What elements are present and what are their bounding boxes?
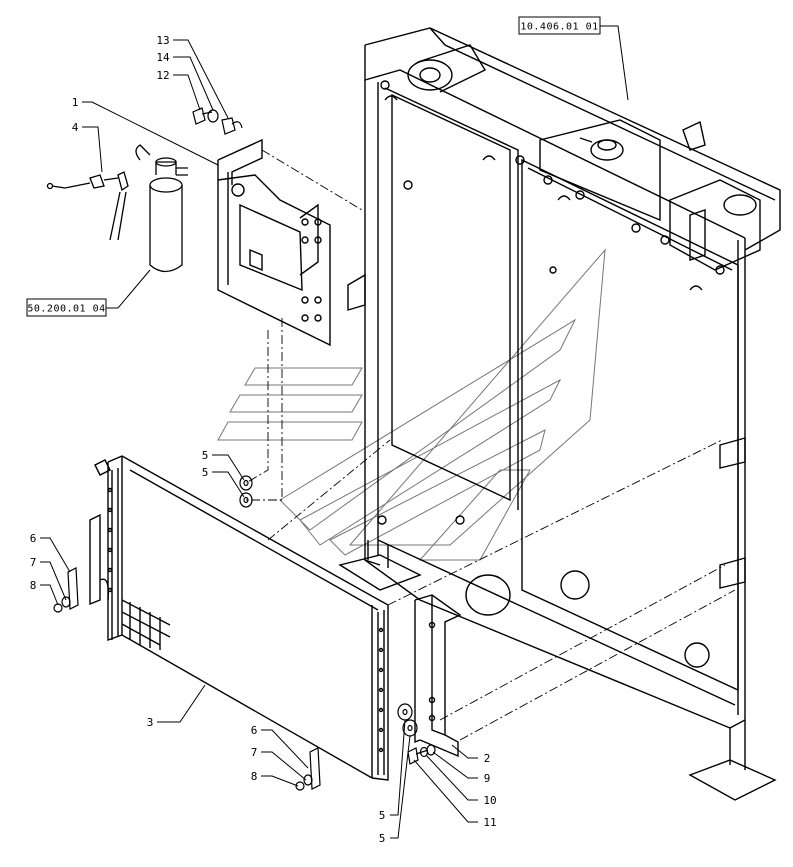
- reference-box-top-right: 10.406.01 01: [518, 16, 601, 35]
- callout-13: 13: [156, 34, 169, 47]
- callout-6-left: 6: [30, 532, 37, 545]
- small-fasteners: [53, 475, 436, 791]
- mounting-bracket: [217, 138, 331, 347]
- leader-lines: [40, 25, 629, 839]
- reference-box-left: 50.200.01 04: [26, 298, 107, 317]
- callout-9: 9: [484, 772, 491, 785]
- callout-5-upper-a: 5: [202, 449, 209, 462]
- callout-5-lower-b: 5: [379, 832, 386, 845]
- reference-label-top-right: 10.406.01 01: [520, 22, 598, 33]
- callout-3: 3: [147, 716, 154, 729]
- side-bracket: [414, 594, 462, 758]
- callout-10: 10: [483, 794, 496, 807]
- callout-5-lower-a: 5: [379, 809, 386, 822]
- callout-6-lower: 6: [251, 724, 258, 737]
- callout-8-lower: 8: [251, 770, 258, 783]
- callout-11: 11: [483, 816, 496, 829]
- callout-labels: 13 14 12 1 4 5 5 6 7 8 3 6 7 8 2 9 10 11…: [30, 34, 497, 845]
- callout-8-left: 8: [30, 579, 37, 592]
- assembly-lines: [245, 149, 736, 741]
- callout-7-lower: 7: [251, 746, 258, 759]
- watermark-logo: [217, 248, 606, 561]
- receiver-drier: [46, 144, 188, 273]
- callout-14: 14: [156, 51, 170, 64]
- callout-4: 4: [72, 121, 79, 134]
- reference-label-left: 50.200.01 04: [27, 304, 105, 315]
- callout-1: 1: [72, 96, 79, 109]
- callout-12: 12: [156, 69, 169, 82]
- condenser-core: [89, 455, 389, 781]
- callout-7-left: 7: [30, 556, 37, 569]
- callout-5-upper-b: 5: [202, 466, 209, 479]
- radiator-assembly: [338, 27, 781, 801]
- callout-2: 2: [484, 752, 491, 765]
- fastener-set-top: [192, 107, 243, 135]
